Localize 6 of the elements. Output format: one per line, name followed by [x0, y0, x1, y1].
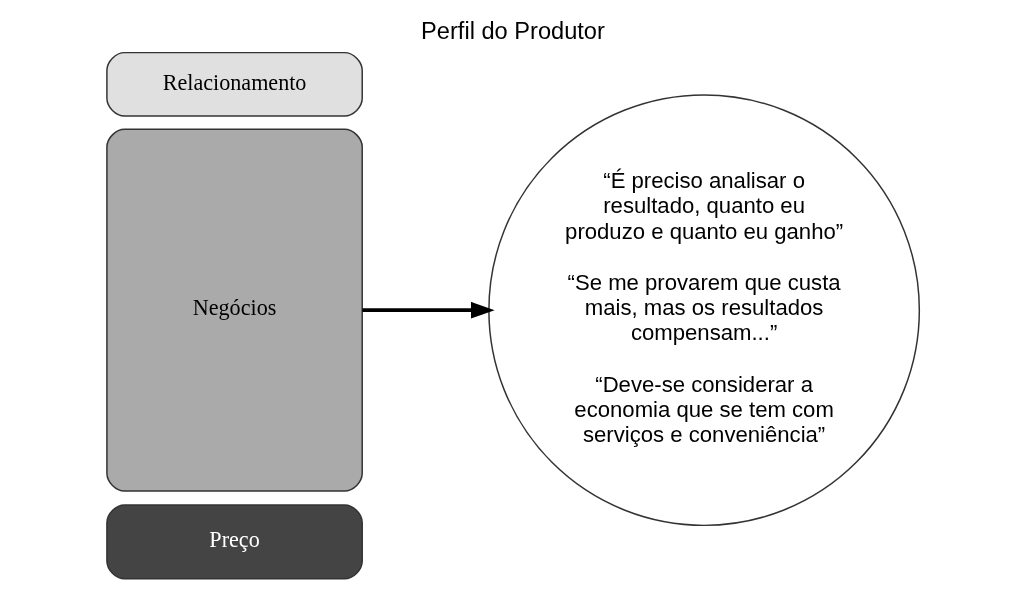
node-box: Negócios	[105, 128, 363, 492]
node-circle: “É preciso analisar o resultado, quanto eu produzo e quanto eu ganho” “Se me provarem que custa mais, mas os resultados compensam...” “Deve-se considerar a economia que se tem com serviços e conveniência”	[487, 94, 920, 527]
diagram-title: Perfil do Produtor	[420, 18, 605, 45]
node-box: Relacionamento	[105, 51, 363, 117]
node-box: Preço	[105, 504, 363, 580]
arrow	[361, 301, 495, 319]
